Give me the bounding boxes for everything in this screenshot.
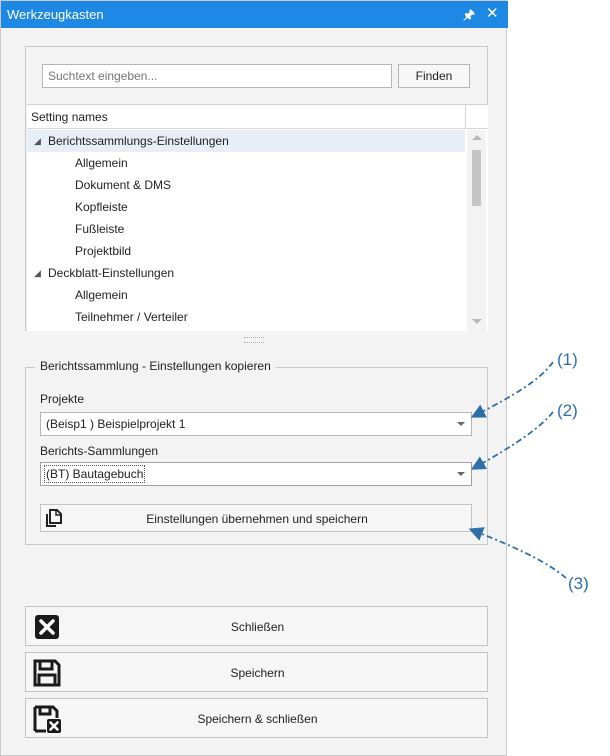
annotation-label-2: (2) bbox=[557, 401, 578, 420]
annotation-label-3: (3) bbox=[568, 574, 589, 593]
settings-tree: Setting names ◢ Berichtssammlungs-Einste… bbox=[27, 104, 488, 331]
apply-and-save-label: Einstellungen übernehmen und speichern bbox=[146, 512, 368, 526]
close-button-label: Schließen bbox=[230, 620, 285, 634]
close-icon[interactable]: ✕ bbox=[486, 5, 499, 22]
toolbox-panel: Werkzeugkasten 🖈 ✕ Finden Setting names … bbox=[0, 0, 508, 756]
tree-row-label: Teilnehmer / Verteiler bbox=[75, 310, 188, 324]
group-legend: Berichtssammlung - Einstellungen kopiere… bbox=[35, 359, 276, 373]
pin-icon[interactable]: 🖈 bbox=[463, 7, 476, 22]
expand-arrow-icon[interactable]: ◢ bbox=[34, 136, 41, 146]
projects-combobox-value: (Beisp1 ) Beispielprojekt 1 bbox=[46, 417, 186, 431]
tree-row[interactable]: Teilnehmer / Verteiler bbox=[27, 306, 465, 328]
copy-icon bbox=[46, 509, 62, 527]
save-and-close-button[interactable]: Speichern & schließen bbox=[25, 698, 488, 738]
tree-column-header[interactable]: Setting names bbox=[27, 105, 465, 129]
window-title: Werkzeugkasten bbox=[7, 7, 104, 22]
save-button[interactable]: Speichern bbox=[25, 652, 488, 692]
copy-settings-group: Berichtssammlung - Einstellungen kopiere… bbox=[25, 359, 488, 545]
scroll-up-arrow-icon[interactable] bbox=[472, 135, 482, 140]
tree-row-label: Deckblatt-Einstellungen bbox=[48, 266, 175, 280]
tree-row-label: Fußleiste bbox=[75, 222, 125, 236]
collections-label: Berichts-Sammlungen bbox=[40, 444, 159, 458]
apply-and-save-button[interactable]: Einstellungen übernehmen und speichern bbox=[40, 504, 472, 532]
close-button[interactable]: Schließen bbox=[25, 606, 488, 646]
titlebar: Werkzeugkasten 🖈 ✕ bbox=[1, 1, 508, 28]
tree-row[interactable]: Kopfleiste bbox=[27, 196, 465, 218]
tree-row-label: Dokument & DMS bbox=[75, 178, 172, 192]
find-button[interactable]: Finden bbox=[398, 64, 470, 88]
tree-row-label: Kopfleiste bbox=[75, 200, 128, 214]
tree-row[interactable]: Fußleiste bbox=[27, 218, 465, 240]
splitter-grip[interactable] bbox=[244, 337, 264, 343]
projects-combobox[interactable]: (Beisp1 ) Beispielprojekt 1 bbox=[40, 412, 472, 436]
tree-header-corner bbox=[465, 105, 488, 129]
tree-scrollbar[interactable] bbox=[467, 130, 486, 331]
settings-search-area: Finden Setting names ◢ Berichtssammlungs… bbox=[25, 46, 488, 331]
tree-row[interactable]: Dokument & DMS bbox=[27, 174, 465, 196]
tree-row[interactable]: Allgemein bbox=[27, 152, 465, 174]
tree-row-label: Berichtssammlungs-Einstellungen bbox=[48, 134, 229, 148]
tree-row[interactable]: ◢ Berichtssammlungs-Einstellungen bbox=[27, 130, 465, 152]
collections-combobox-value: (BT) Bautagebuch bbox=[43, 465, 146, 483]
annotation-label-1: (1) bbox=[557, 350, 578, 369]
tree-row-label: Allgemein bbox=[75, 156, 128, 170]
save-disk-icon bbox=[33, 659, 61, 687]
close-x-icon bbox=[35, 615, 59, 639]
save-close-icon bbox=[33, 705, 61, 733]
search-input[interactable] bbox=[42, 64, 392, 88]
collections-combobox[interactable]: (BT) Bautagebuch bbox=[40, 462, 472, 486]
scroll-down-arrow-icon[interactable] bbox=[472, 319, 482, 324]
chevron-down-icon[interactable] bbox=[457, 472, 465, 476]
tree-row[interactable]: ◢ Deckblatt-Einstellungen bbox=[27, 262, 465, 284]
tree-row[interactable]: Allgemein bbox=[27, 284, 465, 306]
scroll-thumb[interactable] bbox=[472, 150, 481, 206]
projects-label: Projekte bbox=[40, 392, 85, 406]
chevron-down-icon[interactable] bbox=[457, 422, 465, 426]
tree-row-label: Allgemein bbox=[75, 288, 128, 302]
tree-row-label: Projektbild bbox=[75, 244, 132, 258]
save-and-close-button-label: Speichern & schließen bbox=[197, 712, 318, 726]
tree-row[interactable]: Projektbild bbox=[27, 240, 465, 262]
save-button-label: Speichern bbox=[230, 666, 285, 680]
expand-arrow-icon[interactable]: ◢ bbox=[34, 268, 41, 278]
